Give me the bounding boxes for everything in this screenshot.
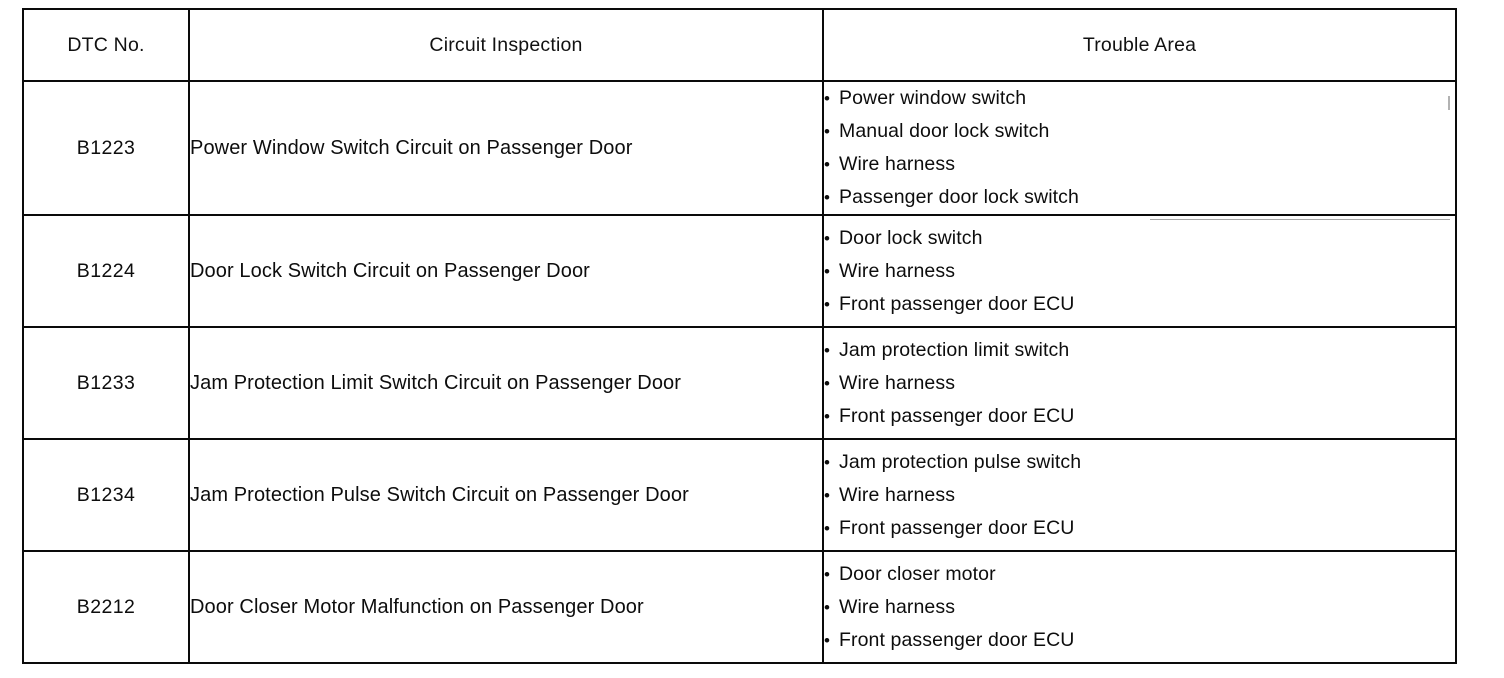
cell-dtc-no: B1224 — [22, 214, 190, 328]
table-row: B1224 Door Lock Switch Circuit on Passen… — [22, 214, 1457, 328]
cell-dtc-no: B1233 — [22, 326, 190, 440]
table-header: DTC No. Circuit Inspection Trouble Area — [22, 8, 1457, 82]
bullet-icon: • — [824, 406, 831, 426]
list-item: • Door lock switch — [824, 222, 1455, 255]
list-item-label: Door lock switch — [839, 226, 983, 249]
list-item-label: Door closer motor — [839, 562, 996, 585]
table-row: B2212 Door Closer Motor Malfunction on P… — [22, 550, 1457, 664]
bullet-icon: • — [824, 122, 831, 141]
list-item: • Power window switch — [824, 82, 1455, 115]
list-item: • Wire harness — [824, 479, 1455, 512]
bullet-icon: • — [824, 485, 831, 505]
list-item: • Front passenger door ECU — [824, 624, 1455, 657]
list-item-label: Wire harness — [839, 595, 956, 618]
list-item: • Front passenger door ECU — [824, 288, 1455, 321]
cell-circuit-inspection: Power Window Switch Circuit on Passenger… — [188, 80, 824, 216]
cell-circuit-inspection: Jam Protection Pulse Switch Circuit on P… — [188, 438, 824, 552]
column-header-dtc-no: DTC No. — [22, 8, 190, 82]
column-header-circuit-inspection: Circuit Inspection — [188, 8, 824, 82]
column-header-trouble-area: Trouble Area — [822, 8, 1457, 82]
list-item: • Jam protection pulse switch — [824, 446, 1455, 479]
trouble-area-list: • Jam protection pulse switch • Wire harne… — [824, 446, 1455, 545]
list-item: • Manual door lock switch — [824, 115, 1455, 148]
list-item: • Front passenger door ECU — [824, 512, 1455, 545]
table-row: B1223 Power Window Switch Circuit on Pas… — [22, 80, 1457, 216]
bullet-icon: • — [824, 228, 831, 248]
list-item: • Jam protection limit switch — [824, 334, 1455, 367]
cell-trouble-area: • Door lock switch • Wire harness • Front p… — [822, 214, 1457, 328]
list-item-label: Wire harness — [839, 483, 956, 506]
cell-dtc-no: B1234 — [22, 438, 190, 552]
bullet-icon: • — [824, 294, 831, 314]
table-row: B1234 Jam Protection Pulse Switch Circui… — [22, 438, 1457, 552]
bullet-icon: • — [824, 188, 831, 207]
list-item-label: Wire harness — [839, 153, 956, 175]
list-item: • Wire harness — [824, 367, 1455, 400]
list-item-label: Manual door lock switch — [839, 120, 1050, 142]
bullet-icon: • — [824, 340, 831, 360]
bullet-icon: • — [824, 518, 831, 538]
list-item: • Door closer motor — [824, 558, 1455, 591]
trouble-area-list: • Door closer motor • Wire harness • Front … — [824, 558, 1455, 657]
dtc-diagnostic-table: DTC No. Circuit Inspection Trouble Area … — [22, 8, 1457, 664]
list-item-label: Wire harness — [839, 371, 956, 394]
bullet-icon: • — [824, 373, 831, 393]
bullet-icon: • — [824, 89, 831, 108]
list-item: • Wire harness — [824, 591, 1455, 624]
list-item-label: Front passenger door ECU — [839, 292, 1075, 315]
table-body: B1223 Power Window Switch Circuit on Pas… — [22, 80, 1457, 664]
bullet-icon: • — [824, 564, 831, 584]
list-item: • Wire harness — [824, 255, 1455, 288]
list-item-label: Jam protection limit switch — [839, 338, 1070, 361]
list-item-label: Wire harness — [839, 259, 956, 282]
trouble-area-list: • Jam protection limit switch • Wire harne… — [824, 334, 1455, 433]
bullet-icon: • — [824, 597, 831, 617]
trouble-area-list: • Door lock switch • Wire harness • Front p… — [824, 222, 1455, 321]
table-row: B1233 Jam Protection Limit Switch Circui… — [22, 326, 1457, 440]
bullet-icon: • — [824, 452, 831, 472]
list-item: • Wire harness — [824, 148, 1455, 181]
cell-trouble-area: • Jam protection limit switch • Wire harne… — [822, 326, 1457, 440]
list-item: • Passenger door lock switch — [824, 181, 1455, 214]
list-item-label: Passenger door lock switch — [839, 186, 1079, 208]
bullet-icon: • — [824, 261, 831, 281]
list-item-label: Front passenger door ECU — [839, 516, 1075, 539]
cell-dtc-no: B2212 — [22, 550, 190, 664]
cell-trouble-area: • Jam protection pulse switch • Wire harne… — [822, 438, 1457, 552]
cell-trouble-area: • Door closer motor • Wire harness • Front … — [822, 550, 1457, 664]
cell-circuit-inspection: Jam Protection Limit Switch Circuit on P… — [188, 326, 824, 440]
bullet-icon: • — [824, 630, 831, 650]
bullet-icon: • — [824, 155, 831, 174]
table-header-row: DTC No. Circuit Inspection Trouble Area — [22, 8, 1457, 82]
list-item-label: Front passenger door ECU — [839, 404, 1075, 427]
list-item: • Front passenger door ECU — [824, 400, 1455, 433]
list-item-label: Power window switch — [839, 87, 1027, 109]
cell-circuit-inspection: Door Lock Switch Circuit on Passenger Do… — [188, 214, 824, 328]
cell-trouble-area: • Power window switch • Manual door lock s… — [822, 80, 1457, 216]
list-item-label: Jam protection pulse switch — [839, 450, 1082, 473]
trouble-area-list: • Power window switch • Manual door lock s… — [824, 82, 1455, 214]
cell-circuit-inspection: Door Closer Motor Malfunction on Passeng… — [188, 550, 824, 664]
cell-dtc-no: B1223 — [22, 80, 190, 216]
list-item-label: Front passenger door ECU — [839, 628, 1075, 651]
